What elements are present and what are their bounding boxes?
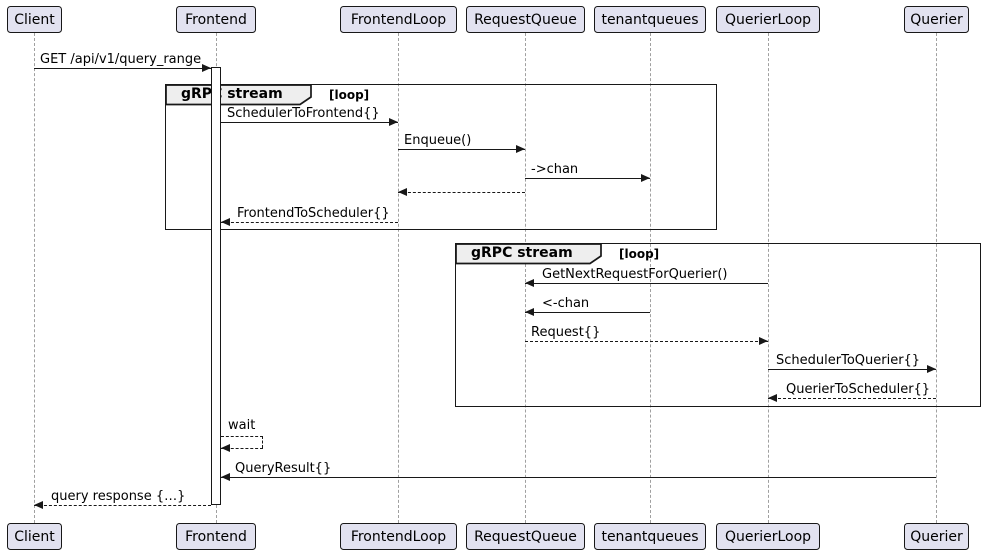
lifeline-request-queue xyxy=(525,33,526,523)
message-get-next-request-for-querier: GetNextRequestForQuerier() xyxy=(525,267,768,287)
message-wait-vertical xyxy=(262,436,263,448)
arrowhead-right-icon xyxy=(389,118,398,126)
message-querier-to-scheduler: QuerierToScheduler{} xyxy=(768,382,936,402)
message-label: GetNextRequestForQuerier() xyxy=(542,267,728,282)
lifeline-tenantqueues xyxy=(650,33,651,523)
activation-bar-frontend xyxy=(211,67,221,505)
group-title: gRPC stream xyxy=(181,86,283,102)
participant-bottom-tenantqueues: tenantqueues xyxy=(594,523,706,550)
message-from-chan: <-chan xyxy=(525,296,650,316)
message-wait-label: wait xyxy=(228,418,256,433)
group-title: gRPC stream xyxy=(471,245,573,261)
participant-bottom-querier: Querier xyxy=(904,523,969,550)
participant-bottom-frontend-loop: FrontendLoop xyxy=(340,523,457,550)
participant-top-querier-loop: QuerierLoop xyxy=(716,6,820,33)
message-label: Request{} xyxy=(531,325,601,340)
lifeline-frontend-loop xyxy=(398,33,399,523)
message-get-api-query-range: GET /api/v1/query_range xyxy=(34,52,211,72)
message-label: SchedulerToQuerier{} xyxy=(776,353,921,368)
message-return-unlabeled xyxy=(398,188,525,196)
participant-top-frontend: Frontend xyxy=(176,6,256,33)
message-label: ->chan xyxy=(531,162,579,177)
participant-bottom-request-queue: RequestQueue xyxy=(466,523,585,550)
message-label: query response {…} xyxy=(51,489,186,504)
message-enqueue: Enqueue() xyxy=(398,133,525,153)
message-label: <-chan xyxy=(542,296,590,311)
group-header-pentagon-icon xyxy=(455,243,602,265)
group-header-pentagon-icon xyxy=(165,84,312,106)
message-wait-out xyxy=(221,436,263,437)
message-label: SchedulerToFrontend{} xyxy=(227,106,380,121)
participant-bottom-frontend: Frontend xyxy=(176,523,256,550)
group-grpc-stream-2: gRPC stream [loop] xyxy=(455,243,981,407)
arrowhead-left-icon xyxy=(34,501,43,509)
arrowhead-right-icon xyxy=(641,174,650,182)
message-scheduler-to-querier: SchedulerToQuerier{} xyxy=(768,353,936,373)
lifeline-querier-loop xyxy=(768,33,769,523)
participant-top-frontend-loop: FrontendLoop xyxy=(340,6,457,33)
arrowhead-left-icon xyxy=(221,473,230,481)
participant-bottom-querier-loop: QuerierLoop xyxy=(716,523,820,550)
lifeline-querier xyxy=(936,33,937,523)
arrowhead-right-icon xyxy=(927,365,936,373)
group-header: gRPC stream [loop] xyxy=(165,84,369,106)
message-label: GET /api/v1/query_range xyxy=(40,52,202,67)
participant-top-tenantqueues: tenantqueues xyxy=(594,6,706,33)
arrowhead-left-icon xyxy=(525,279,534,287)
lifeline-client xyxy=(34,33,35,523)
participant-top-querier: Querier xyxy=(904,6,969,33)
group-header: gRPC stream [loop] xyxy=(455,243,659,265)
participant-bottom-client: Client xyxy=(7,523,62,550)
arrowhead-left-icon xyxy=(525,308,534,316)
group-condition: [loop] xyxy=(619,247,660,261)
message-label: QueryResult{} xyxy=(235,461,332,476)
message-scheduler-to-frontend: SchedulerToFrontend{} xyxy=(221,106,398,126)
message-label: Enqueue() xyxy=(404,133,472,148)
message-frontend-to-scheduler: FrontendToScheduler{} xyxy=(221,206,398,226)
message-label: FrontendToScheduler{} xyxy=(237,206,390,221)
arrowhead-left-icon xyxy=(768,394,777,402)
arrowhead-left-icon xyxy=(221,444,230,452)
group-grpc-stream-1: gRPC stream [loop] xyxy=(165,84,717,230)
message-to-chan: ->chan xyxy=(525,162,650,182)
message-label: QuerierToScheduler{} xyxy=(786,382,931,397)
message-query-result: QueryResult{} xyxy=(221,461,936,481)
arrowhead-right-icon xyxy=(516,145,525,153)
arrowhead-right-icon xyxy=(759,337,768,345)
message-wait-return xyxy=(221,444,263,452)
message-query-response: query response {…} xyxy=(34,489,211,509)
arrowhead-right-icon xyxy=(202,64,211,72)
group-condition: [loop] xyxy=(329,88,370,102)
participant-top-request-queue: RequestQueue xyxy=(466,6,585,33)
arrowhead-left-icon xyxy=(398,188,407,196)
arrowhead-left-icon xyxy=(221,218,230,226)
message-request: Request{} xyxy=(525,325,768,345)
participant-top-client: Client xyxy=(7,6,62,33)
